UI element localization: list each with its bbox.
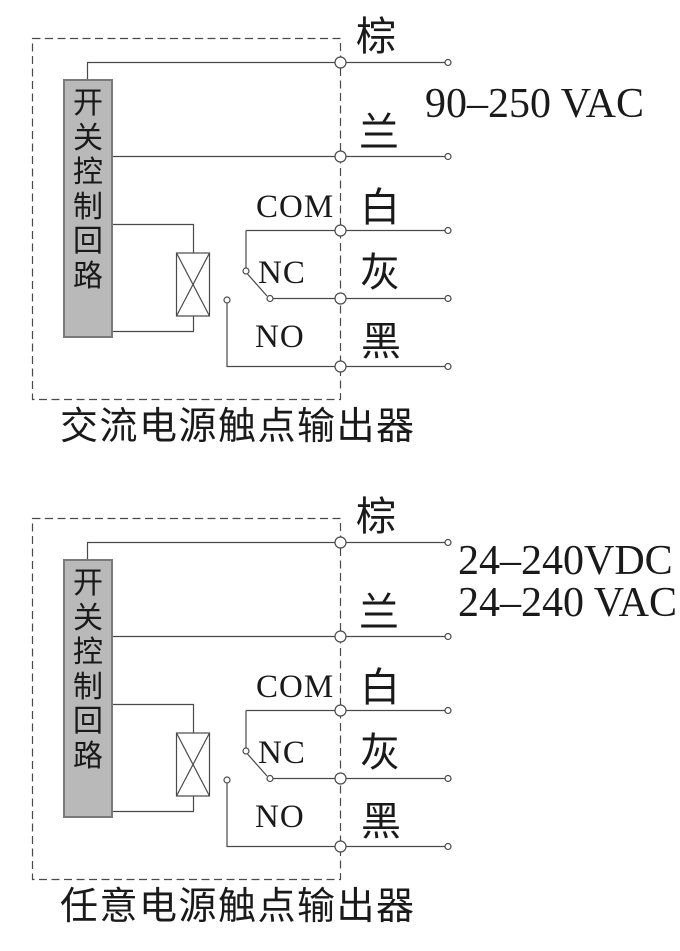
wire-label-brown: 棕	[356, 14, 396, 59]
voltage-line-2: 24–240 VAC	[458, 580, 678, 626]
wire-label-white: 白	[360, 665, 400, 710]
diagram-caption: 交流电源触点输出器	[60, 406, 416, 448]
contact-label-no: NO	[255, 319, 305, 355]
diagram-caption: 任意电源触点输出器	[60, 886, 416, 928]
contact-label-no: NO	[255, 799, 305, 835]
wire-label-gray: 灰	[360, 250, 400, 295]
switch-control-circuit-box: 开关控制回路	[63, 79, 113, 338]
diagram-universal-output: 开关控制回路 棕 兰 白 灰 黑 COM NC NO 24–240VDC 24–…	[0, 480, 680, 951]
wire-label-blue: 兰	[359, 110, 399, 155]
voltage-range: 24–240VDC 24–240 VAC	[458, 540, 677, 624]
voltage-range: 90–250 VAC	[425, 83, 644, 125]
wire-label-brown: 棕	[356, 494, 396, 539]
diagram-ac-output: 开关控制回路 棕 兰 白 灰 黑 COM NC NO 90–250 VAC 交流…	[60, 14, 644, 448]
voltage-line-1: 90–250 VAC	[425, 81, 645, 127]
switch-control-circuit-box: 开关控制回路	[63, 559, 113, 818]
contact-label-nc: NC	[258, 735, 306, 771]
contact-label-com: COM	[256, 189, 335, 225]
wire-label-black: 黑	[361, 799, 401, 844]
wire-label-black: 黑	[361, 319, 401, 364]
voltage-line-1: 24–240VDC	[458, 538, 673, 584]
wire-label-gray: 灰	[360, 730, 400, 775]
contact-label-com: COM	[256, 669, 335, 705]
wire-label-blue: 兰	[359, 590, 399, 635]
contact-label-nc: NC	[258, 255, 306, 291]
wire-label-white: 白	[360, 185, 400, 230]
